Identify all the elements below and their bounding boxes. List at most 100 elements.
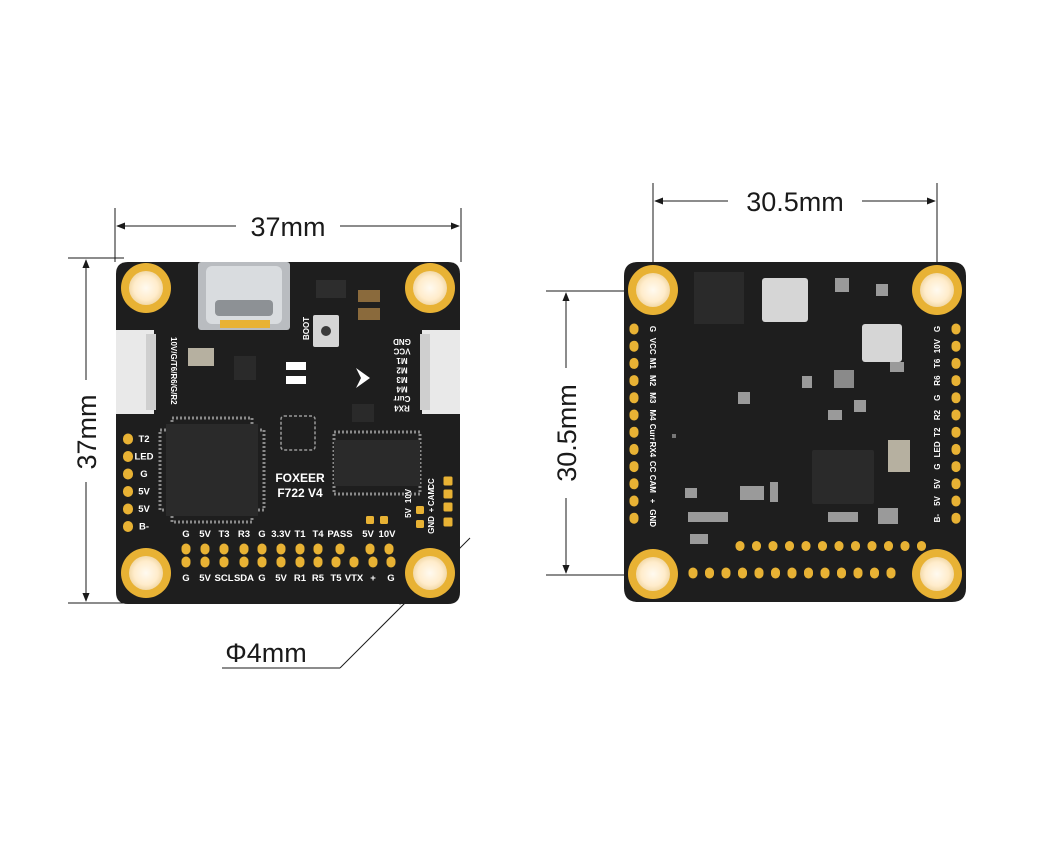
- pad-label: LED: [933, 441, 942, 457]
- pad-label: B-: [139, 522, 149, 533]
- solder-pad: [200, 543, 210, 555]
- arrow-icon: [356, 368, 370, 388]
- pad-label: M2: [648, 375, 657, 387]
- solder-pad: [295, 543, 305, 555]
- pad-label: B-: [933, 514, 942, 523]
- front-width-label: 37mm: [250, 212, 325, 242]
- solder-pad: [787, 567, 797, 579]
- pad-label: M3: [396, 375, 408, 384]
- front-board: BOOT FOXEER F722 V4 10V/G/T6/R6/G/R2: [0, 0, 460, 604]
- uart-label: 10V/G/T6/R6/G/R2: [169, 337, 178, 405]
- pad-label: GND: [427, 516, 436, 534]
- solder-pad: [900, 541, 910, 551]
- solder-pad: [313, 556, 323, 568]
- solder-pad: [366, 516, 374, 524]
- pad-label: SCL: [215, 573, 234, 584]
- pad-label: CC: [648, 461, 657, 473]
- osd-chip: [332, 430, 422, 496]
- solder-pad: [834, 541, 844, 551]
- solder-pad: [629, 392, 639, 404]
- solder-pad: [123, 468, 133, 480]
- solder-pad: [886, 567, 896, 579]
- front-height-label: 37mm: [72, 394, 102, 469]
- solder-pad: [884, 541, 893, 551]
- pad-label: T5: [330, 573, 342, 584]
- pad-label: +: [370, 573, 376, 584]
- solder-pad: [629, 495, 639, 507]
- solder-pad: [181, 556, 191, 568]
- pad-label: 5V: [275, 573, 287, 584]
- pad-label: G: [258, 573, 265, 584]
- solder-pad: [853, 567, 863, 579]
- solder-pad: [785, 541, 794, 551]
- pad-label: 5V: [199, 529, 211, 540]
- solder-pad: [239, 556, 249, 568]
- solder-pad: [276, 543, 286, 555]
- brand-name: FOXEER: [275, 471, 325, 485]
- solder-pad: [123, 503, 133, 515]
- solder-pad: [738, 567, 747, 579]
- solder-pad: [349, 556, 359, 568]
- solder-pad: [416, 506, 424, 514]
- solder-pad: [951, 323, 961, 335]
- solder-pad: [629, 409, 639, 421]
- solder-pad: [386, 556, 396, 568]
- solder-pad: [219, 556, 229, 568]
- solder-pad: [629, 512, 639, 524]
- solder-pad: [257, 543, 267, 555]
- solder-pad: [384, 543, 394, 555]
- pad-label: R6: [933, 375, 942, 386]
- pad-label: G: [258, 529, 265, 540]
- solder-pad: [443, 502, 453, 512]
- pad-label: CAM: [427, 488, 436, 507]
- mcu-chip: [158, 416, 266, 524]
- solder-pad: [200, 556, 210, 568]
- solder-pad: [629, 461, 639, 473]
- solder-pad: [951, 443, 961, 455]
- back-bottom-pads: [688, 541, 926, 579]
- pad-label: M4: [396, 385, 408, 394]
- back-width-label: 30.5mm: [746, 187, 844, 217]
- pad-label: G: [648, 326, 657, 332]
- pad-label: VTX: [345, 573, 364, 584]
- pad-label: T4: [312, 529, 324, 540]
- gyro-chip: [280, 415, 316, 451]
- solder-pad: [917, 541, 926, 551]
- pad-label: Curr: [394, 394, 411, 403]
- solder-pad: [951, 357, 961, 369]
- pad-label: T6: [933, 358, 942, 368]
- pad-label: 5V: [0, 0, 6, 2]
- solder-pad: [771, 567, 780, 579]
- back-height-label: 30.5mm: [552, 384, 582, 482]
- pad-label: LED: [135, 452, 154, 463]
- solder-pad: [705, 567, 714, 579]
- solder-pad: [818, 541, 827, 551]
- solder-pad: [629, 323, 639, 335]
- pad-label: 10V: [933, 338, 942, 353]
- solder-pad: [123, 521, 133, 532]
- pad-label: T3: [218, 529, 229, 540]
- solder-pad: [951, 409, 961, 421]
- front-dimensions: 37mm 37mm Φ4mm: [68, 208, 471, 669]
- pad-label: RX4: [394, 404, 410, 413]
- solder-pad: [629, 426, 639, 438]
- solder-pad: [754, 567, 764, 579]
- solder-pad: [123, 451, 133, 462]
- pad-label: VCC: [393, 347, 410, 356]
- solder-pad: [629, 443, 639, 455]
- pad-label: GND: [393, 337, 411, 346]
- back-mounting-holes: [628, 265, 962, 599]
- pad-label: T2: [933, 427, 942, 437]
- pad-label: RX4: [648, 442, 657, 458]
- pad-label: G: [933, 395, 942, 401]
- solder-pad: [951, 478, 961, 490]
- pad-label: GND: [648, 509, 657, 527]
- solder-pad: [752, 541, 761, 551]
- solder-pad: [951, 461, 961, 473]
- solder-pad: [951, 375, 961, 387]
- pad-label: M4: [648, 409, 657, 421]
- pad-label: 5V: [933, 478, 942, 488]
